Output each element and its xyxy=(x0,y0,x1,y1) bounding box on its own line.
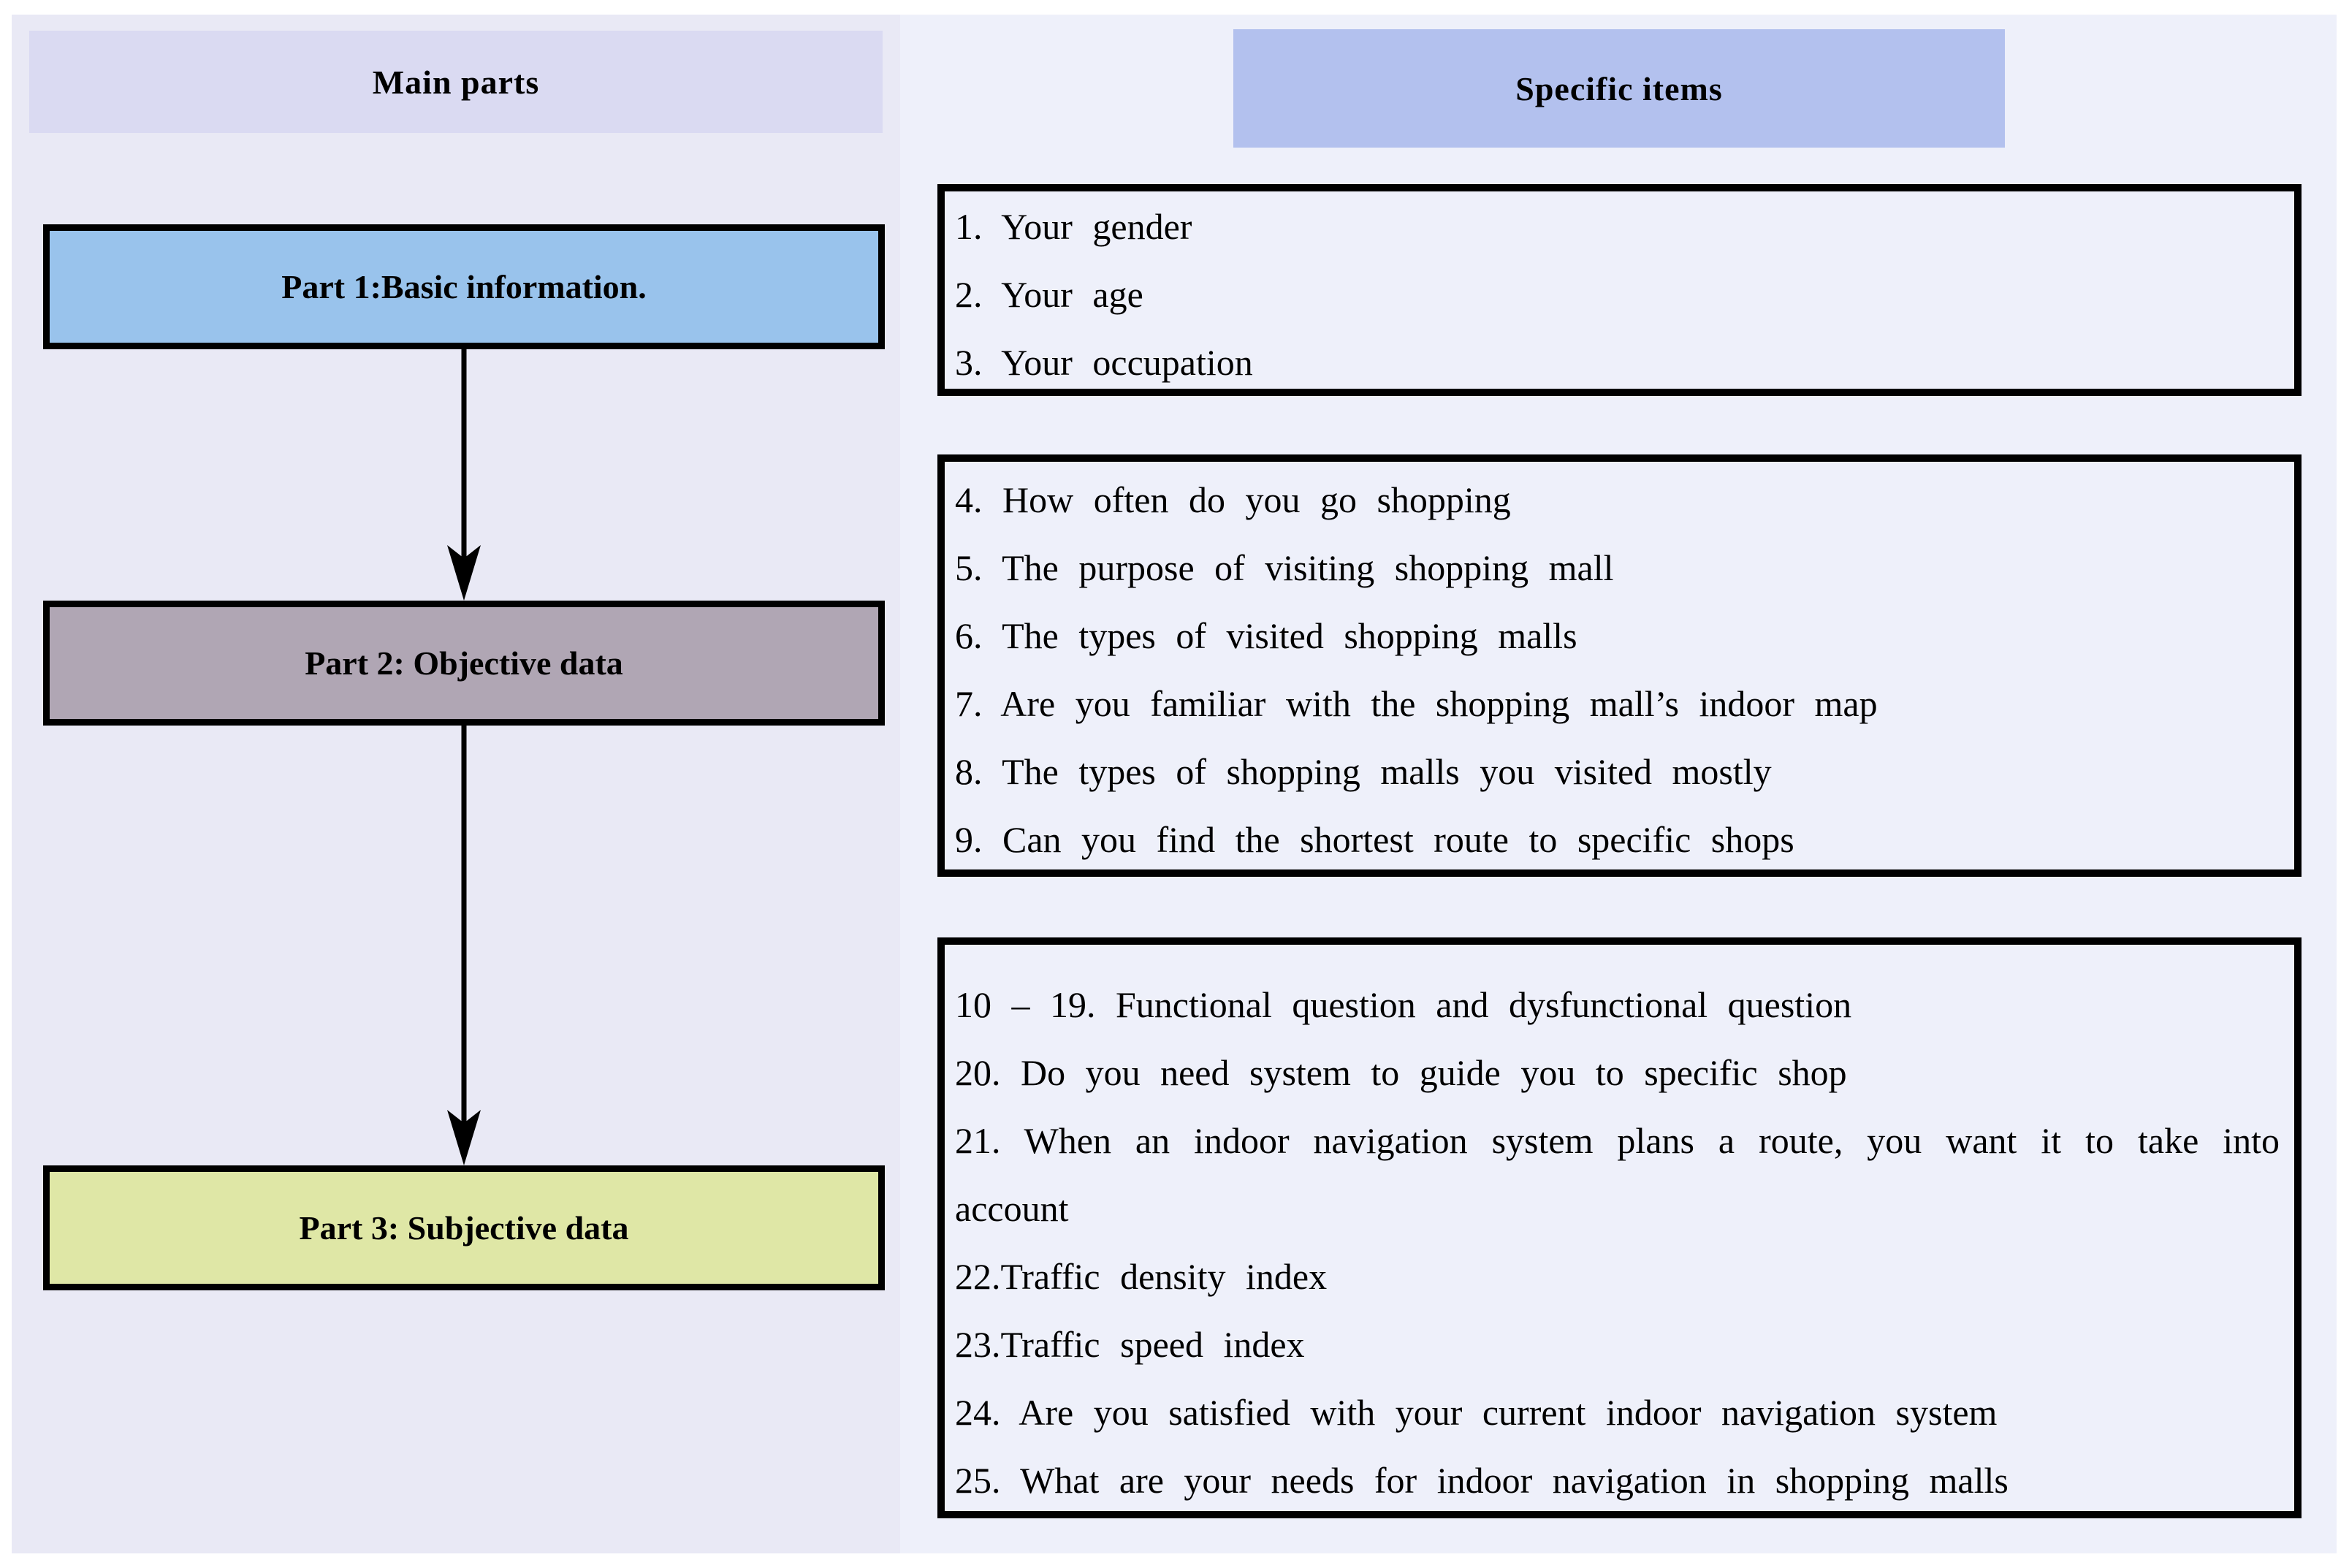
item-7: 7. Are you familiar with the shopping ma… xyxy=(955,683,1878,724)
item-24: 24. Are you satisfied with your current … xyxy=(955,1392,1998,1433)
item-22: 22.Traffic density index xyxy=(955,1256,1328,1297)
specific-items-header: Specific items xyxy=(1233,29,2005,148)
part1-label: Part 1:Basic information. xyxy=(281,268,647,305)
basic-information-items-box: 1. Your gender 2. Your age 3. Your occup… xyxy=(937,184,2302,396)
item-20: 20. Do you need system to guide you to s… xyxy=(955,1052,1847,1093)
specific-items-panel: Specific items 1. Your gender 2. Your ag… xyxy=(900,15,2337,1553)
part1-box: Part 1:Basic information. xyxy=(43,224,885,349)
part2-box: Part 2: Objective data xyxy=(43,601,885,726)
item-5: 5. The purpose of visiting shopping mall xyxy=(955,547,1614,588)
item-3: 3. Your occupation xyxy=(955,342,1253,383)
flow-arrow-part1-to-part2 xyxy=(447,349,481,601)
flow-arrow-part2-to-part3 xyxy=(447,723,481,1165)
item-9: 9. Can you find the shortest route to sp… xyxy=(955,819,1794,860)
main-parts-panel: Main parts Part 1:Basic information. Par… xyxy=(12,15,900,1553)
item-23: 23.Traffic speed index xyxy=(955,1324,1305,1365)
subjective-data-items-box: 10 – 19. Functional question and dysfunc… xyxy=(937,937,2302,1518)
item-4: 4. How often do you go shopping xyxy=(955,479,1511,520)
item-2: 2. Your age xyxy=(955,274,1143,315)
part3-label: Part 3: Subjective data xyxy=(299,1209,629,1247)
item-6: 6. The types of visited shopping malls xyxy=(955,615,1577,656)
item-8: 8. The types of shopping malls you visit… xyxy=(955,751,1772,792)
main-parts-header: Main parts xyxy=(29,31,883,133)
item-25: 25. What are your needs for indoor navig… xyxy=(955,1460,2009,1501)
objective-data-items-box: 4. How often do you go shopping 5. The p… xyxy=(937,454,2302,877)
part3-box: Part 3: Subjective data xyxy=(43,1165,885,1290)
part2-label: Part 2: Objective data xyxy=(305,644,623,682)
item-1: 1. Your gender xyxy=(955,206,1192,247)
item-21: 21. When an indoor navigation system pla… xyxy=(955,1120,2280,1229)
item-10-19: 10 – 19. Functional question and dysfunc… xyxy=(955,984,1852,1025)
